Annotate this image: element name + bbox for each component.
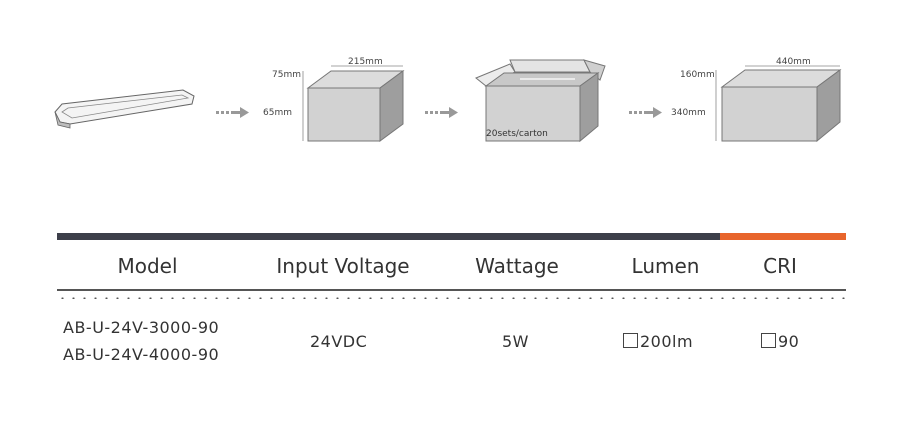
lumen-cell: 200lm xyxy=(623,332,693,351)
open-carton-icon xyxy=(475,59,606,143)
dotted-separator xyxy=(57,297,846,299)
header-divider xyxy=(57,289,846,291)
box-height-label: 75mm xyxy=(272,70,301,80)
header-bar-dark xyxy=(57,233,720,240)
packaging-diagram: 75mm 215mm 65mm 20sets/carton 160mm 440m… xyxy=(0,0,900,160)
master-carton-icon xyxy=(715,65,842,143)
dashed-arrow-icon xyxy=(425,107,458,118)
box-width-label: 215mm xyxy=(348,57,383,67)
cri-value: 90 xyxy=(778,332,800,351)
carton-width-label: 440mm xyxy=(776,57,811,67)
column-header-cri: CRI xyxy=(763,254,797,278)
carton-quantity-label: 20sets/carton xyxy=(486,129,548,139)
column-header-wattage: Wattage xyxy=(475,254,559,278)
product-panel-icon xyxy=(54,89,195,129)
packaging-illustration xyxy=(54,59,842,143)
single-box-icon xyxy=(302,65,405,142)
box-depth-label: 65mm xyxy=(263,108,292,118)
lumen-value: 200lm xyxy=(640,332,694,351)
checkbox-glyph-icon xyxy=(623,333,638,348)
dashed-arrow-icon xyxy=(629,107,662,118)
input-voltage-value: 24VDC xyxy=(310,332,368,351)
wattage-value: 5W xyxy=(502,332,529,351)
carton-height-label: 160mm xyxy=(680,70,715,80)
column-header-lumen: Lumen xyxy=(631,254,700,278)
carton-depth-label: 340mm xyxy=(671,108,706,118)
column-header-model: Model xyxy=(117,254,178,278)
column-header-input-voltage: Input Voltage xyxy=(276,254,410,278)
cri-cell: 90 xyxy=(761,332,799,351)
model-value: AB-U-24V-4000-90 xyxy=(63,345,220,364)
checkbox-glyph-icon xyxy=(761,333,776,348)
dashed-arrow-icon xyxy=(216,107,249,118)
header-bar-accent xyxy=(720,233,846,240)
model-value: AB-U-24V-3000-90 xyxy=(63,318,220,337)
